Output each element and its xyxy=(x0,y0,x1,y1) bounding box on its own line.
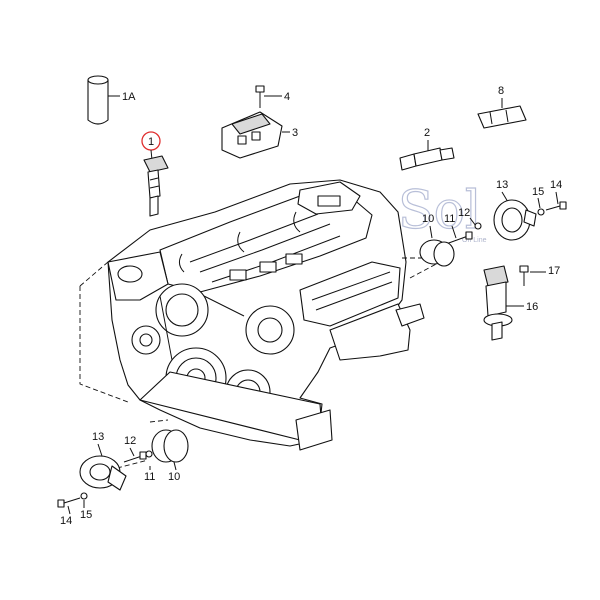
valve-16 xyxy=(483,265,513,341)
bracket-8 xyxy=(477,105,527,129)
washer-15-bottom xyxy=(80,492,88,500)
screw-4 xyxy=(255,85,265,108)
watermark-logo-text: Sol xyxy=(398,181,482,241)
label-4: 4 xyxy=(284,91,290,103)
label-2: 2 xyxy=(424,127,430,139)
bolt-14-bottom xyxy=(57,497,81,508)
sensor-13-bottom xyxy=(79,455,127,491)
label-12-bot: 12 xyxy=(124,435,136,447)
bolt-14-top xyxy=(545,201,567,211)
label-14-top: 14 xyxy=(550,179,562,191)
label-8: 8 xyxy=(498,85,504,97)
label-1: 1 xyxy=(148,136,154,148)
washer-15-top xyxy=(537,208,545,216)
label-13-top: 13 xyxy=(496,179,508,191)
label-10-bot: 10 xyxy=(168,471,180,483)
label-15-top: 15 xyxy=(532,186,544,198)
spark-plug-2 xyxy=(399,147,455,171)
label-13-bot: 13 xyxy=(92,431,104,443)
watermark-tagline: On Line xyxy=(462,237,487,244)
label-3: 3 xyxy=(292,127,298,139)
label-15-bot: 15 xyxy=(80,509,92,521)
sensor-10-bottom xyxy=(151,429,189,463)
washer-11-bottom xyxy=(145,450,153,458)
label-12-top: 12 xyxy=(458,207,470,219)
watermark-logo: Sol On Line xyxy=(397,180,487,244)
ignition-module-3 xyxy=(221,111,283,159)
label-11-bot: 11 xyxy=(144,471,155,483)
engine-block xyxy=(107,179,425,451)
label-1a: 1A xyxy=(122,91,136,103)
label-11-top: 11 xyxy=(444,213,455,225)
label-17: 17 xyxy=(548,265,560,277)
sensor-13-top xyxy=(493,199,537,241)
bolt-11-top xyxy=(445,231,473,245)
screw-17 xyxy=(519,265,529,286)
label-10-top: 10 xyxy=(422,213,434,225)
washer-12-top xyxy=(474,222,482,230)
bolt-12-bottom xyxy=(123,451,147,463)
ignition-coil-1 xyxy=(143,155,169,217)
label-14-bot: 14 xyxy=(60,515,72,527)
ignition-coil-1a xyxy=(87,75,120,125)
sensor-10-top xyxy=(419,239,455,267)
label-16: 16 xyxy=(526,301,538,313)
